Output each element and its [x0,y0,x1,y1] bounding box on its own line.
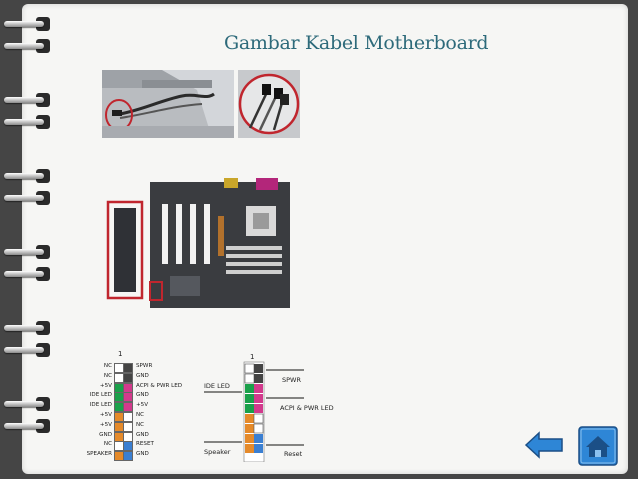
slide-title: Gambar Kabel Motherboard [224,32,489,54]
binding-ring [0,92,50,108]
pin-right-label: +5V [136,402,149,409]
binding-ring [0,244,50,260]
motherboard-photo [106,176,296,312]
pin-left-label: GND [99,431,112,438]
pin-left-label: +5V [99,411,112,418]
back-arrow-icon [522,428,566,462]
pin-left-label: NC [103,372,112,379]
label-speaker: Speaker [204,448,231,456]
pin-header-number-right: 1 [250,353,254,361]
pin-right-label: GND [136,392,149,399]
pin-right-label: GND [136,431,149,438]
pin-right-label: GND [136,451,149,458]
connector-photo [238,70,300,138]
pin-row: IDE LED +5V [80,401,202,413]
pin-square [123,392,133,403]
pin-row: GND GND [80,431,202,442]
pin-row: NC GND [80,372,202,383]
pin-square [123,372,133,383]
label-acpi: ACPI & PWR LED [280,404,334,412]
pin-square [123,411,133,422]
home-icon [578,426,618,466]
binding-ring [0,320,50,336]
pin-left-label: +5V [99,382,112,389]
pin-header-diagram-right: 1 SPWR ACPI & PWR LED IDE LED Speaker Re… [204,350,334,462]
pin-right-label: ACPI & PWR LED [136,382,183,389]
pin-row: NC SPWR [80,362,202,373]
case-cable-photo [102,70,234,138]
pin-row: +5V ACPI & PWR LED [80,382,202,393]
pin-right-label: GND [136,372,149,379]
pin-square [123,451,133,462]
pin-row: IDE LED GND [80,391,202,403]
binding-ring [0,418,50,434]
binding-ring [0,38,50,54]
pin-left-label: +5V [99,421,112,428]
pin-square [123,431,133,442]
home-button[interactable] [578,426,618,466]
pin-square [123,441,133,452]
binding-ring [0,168,50,184]
binding-ring [0,342,50,358]
pin-right-label: RESET [136,441,154,448]
pin-left-label: NC [103,441,112,448]
label-spwr: SPWR [282,376,301,384]
pin-row: +5V NC [80,421,202,432]
pin-row: +5V NC [80,411,202,422]
pin-square [123,382,133,393]
pin-right-label: NC [136,411,145,418]
back-button[interactable] [522,428,566,462]
binding-ring [0,266,50,282]
pin-square [123,363,133,373]
pin-right-label: SPWR [136,363,153,369]
pin-row: NC RESET [80,440,202,452]
label-ide-led: IDE LED [204,382,230,390]
binding-ring [0,114,50,130]
pin-left-label: IDE LED [89,402,112,409]
pin-header-number: 1 [118,350,123,358]
pin-left-label: IDE LED [89,392,112,399]
binding-ring [0,396,50,412]
pin-left-label: SPEAKER [86,451,112,458]
pin-square [123,421,133,432]
pin-header-diagram-left: 1 NC SPWR NC GND +5V ACPI & PWR LED IDE LED GND… [80,350,202,462]
pin-left-label: NC [103,363,112,369]
binding-ring [0,190,50,206]
pin-right-label: NC [136,421,145,428]
pin-row: SPEAKER GND [80,450,202,462]
pin-square [123,402,133,413]
binding-ring [0,16,50,32]
label-reset: Reset [284,450,303,458]
